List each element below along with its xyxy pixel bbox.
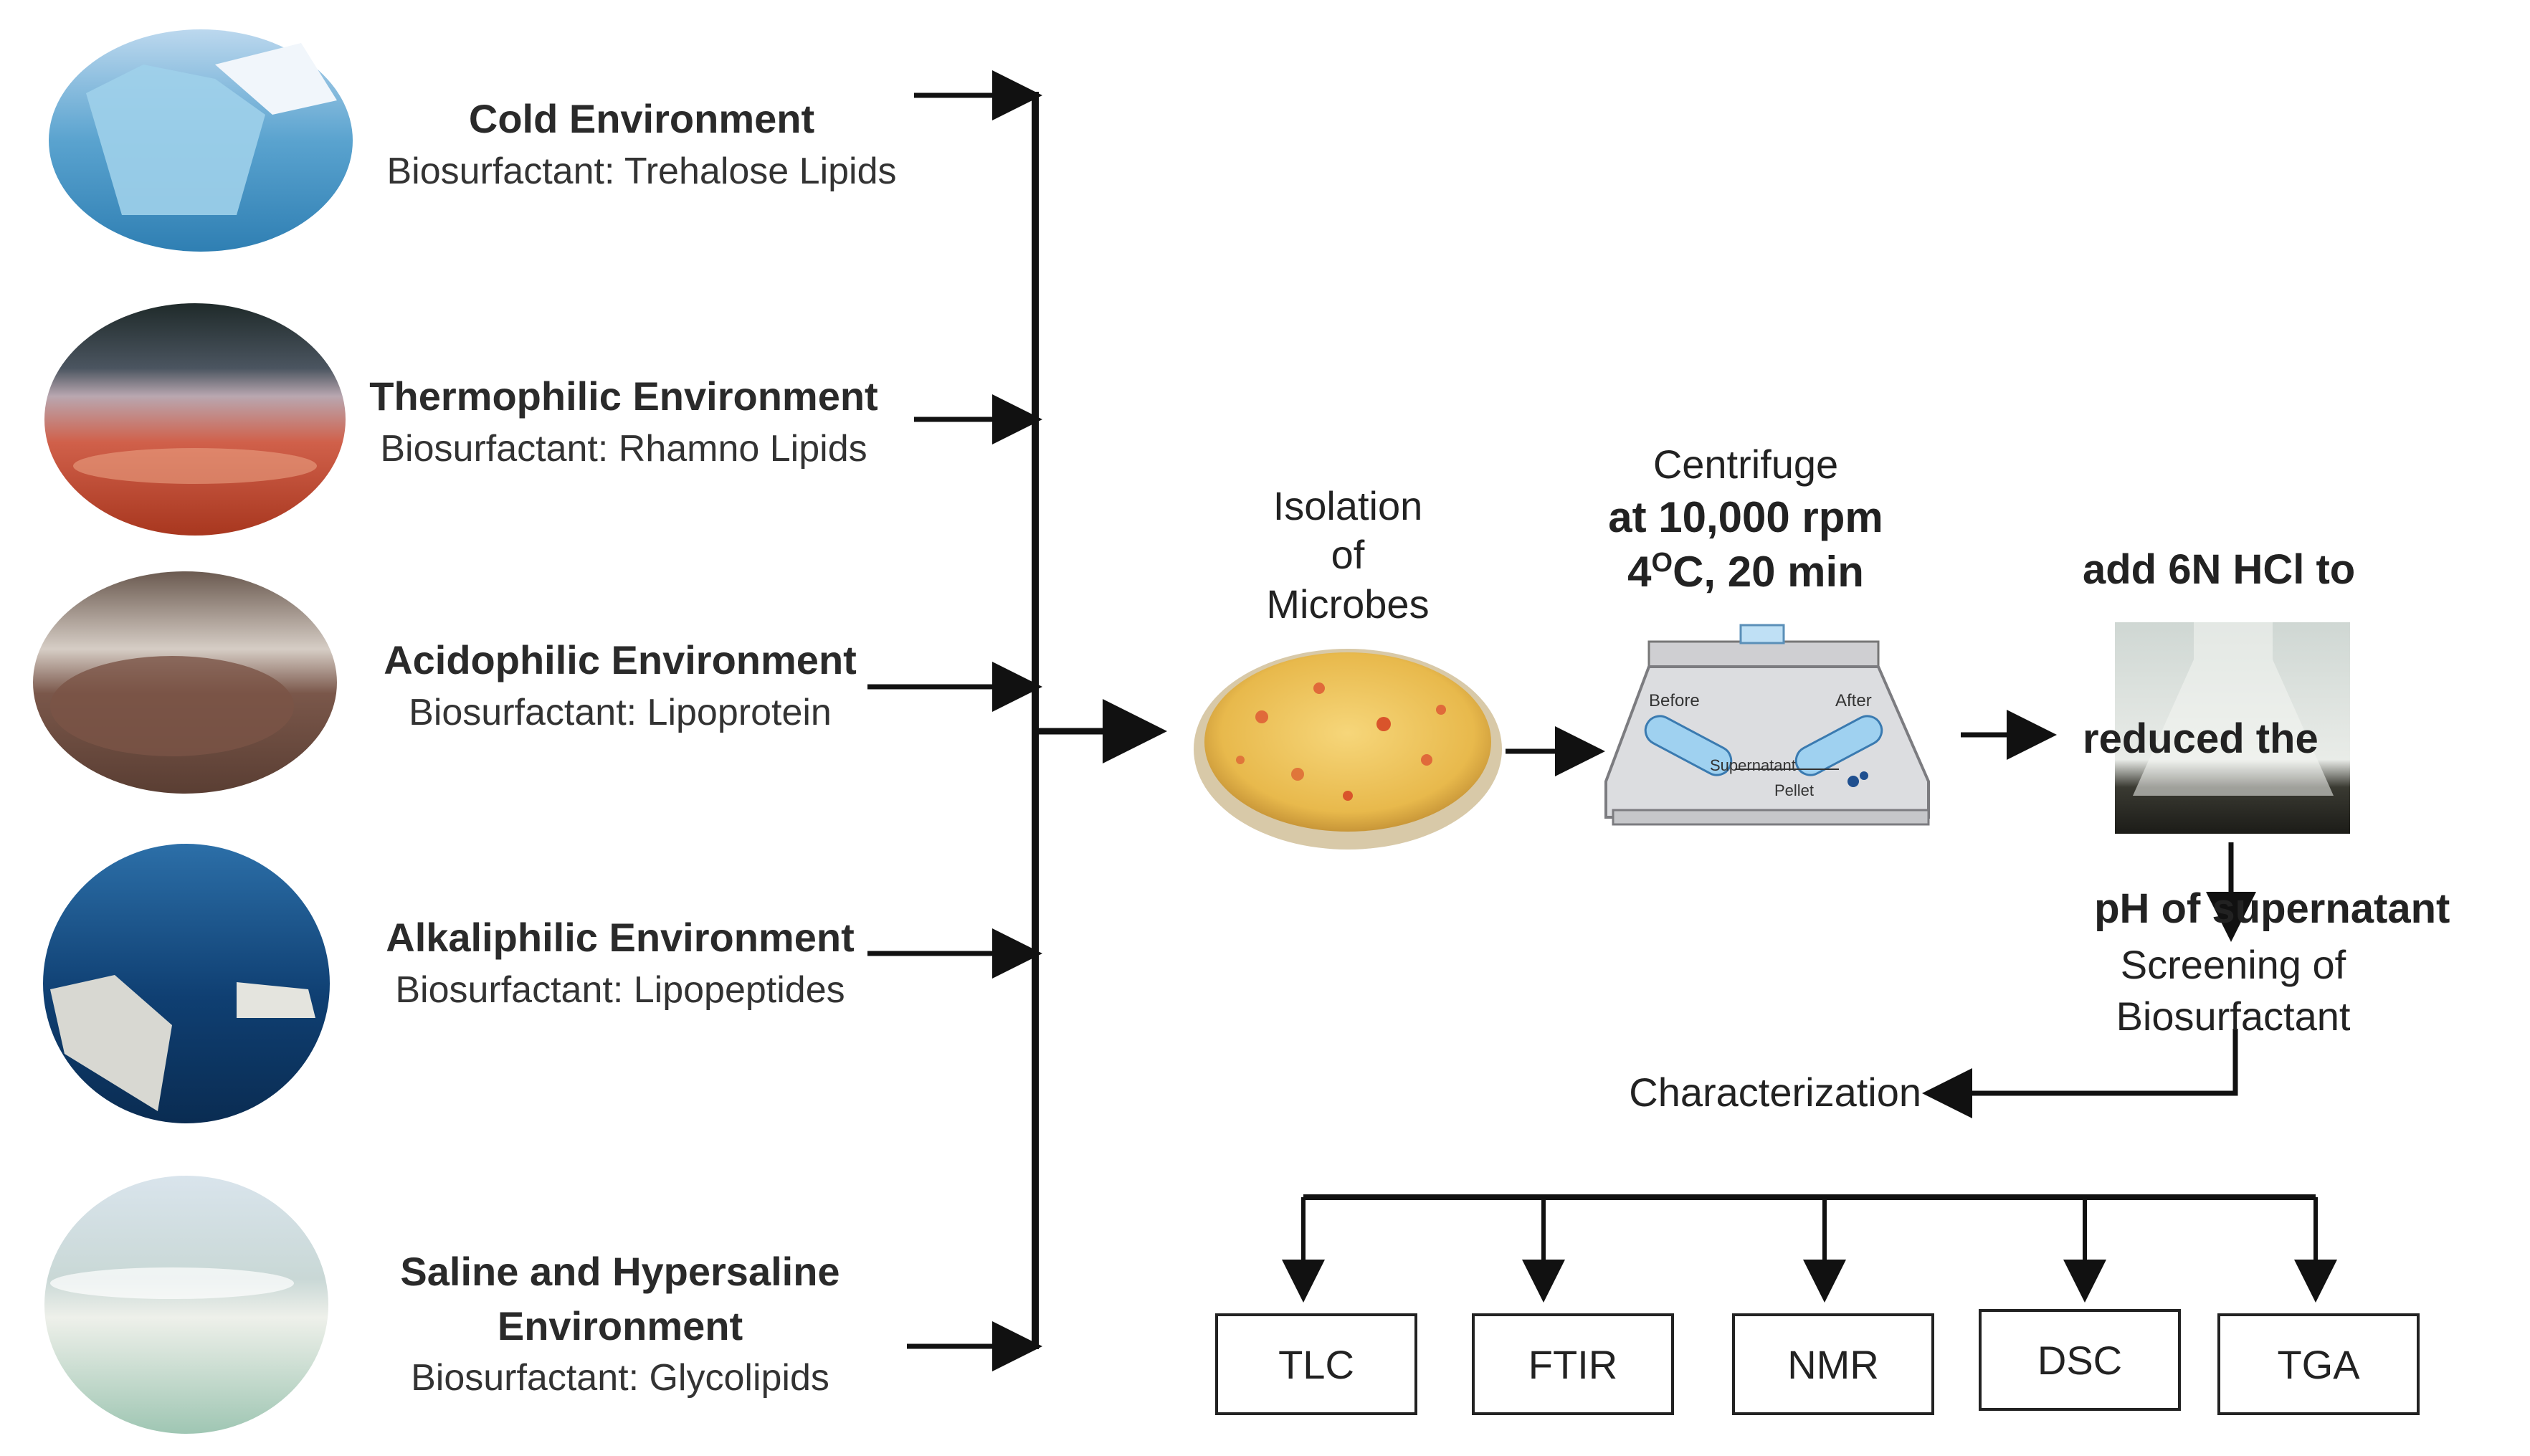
centrifuge-line: at 10,000 rpm	[1608, 493, 1883, 541]
centrifuge-label-supernatant: Supernatant	[1710, 756, 1796, 774]
screening-line: Biosurfactant	[2116, 993, 2351, 1039]
env-subtitle: Biosurfactant: Lipoprotein	[409, 691, 832, 733]
env-subtitle: Biosurfactant: Lipopeptides	[395, 969, 845, 1011]
acidophilic-environment-image	[33, 571, 337, 794]
env-cold: Cold Environment Biosurfactant: Trehalos…	[351, 92, 932, 196]
centrifuge-label-after: After	[1835, 691, 1872, 710]
centrifuge-label: Centrifuge at 10,000 rpm 4OC, 20 min	[1549, 439, 1943, 600]
centrifuge-label-pellet: Pellet	[1774, 781, 1814, 799]
technique-box-tlc: TLC	[1215, 1313, 1417, 1415]
env-title: Acidophilic Environment	[384, 637, 857, 682]
env-alkaliphilic: Alkaliphilic Environment Biosurfactant: …	[330, 910, 910, 1015]
petri-plate-image	[1194, 649, 1502, 850]
isolation-line: Microbes	[1266, 581, 1430, 627]
isolation-line: Isolation	[1273, 483, 1423, 528]
isolation-label: Isolation of Microbes	[1212, 482, 1484, 629]
arrow-to-characterization	[1922, 1029, 2238, 1118]
characterization-label: Characterization	[1629, 1070, 1921, 1115]
screening-label: Screening of Biosurfactant	[2079, 939, 2387, 1042]
env-thermophilic: Thermophilic Environment Biosurfactant: …	[323, 369, 925, 474]
alkaliphilic-environment-image	[43, 844, 330, 1123]
acid-line: add 6N HCl to	[2083, 546, 2356, 593]
env-subtitle: Biosurfactant: Glycolipids	[411, 1357, 829, 1399]
technique-box-nmr: NMR	[1732, 1313, 1934, 1415]
centrifuge-image: Before After Supernatant Pellet	[1604, 624, 1930, 826]
env-acidophilic: Acidophilic Environment Biosurfactant: L…	[330, 633, 910, 738]
env-subtitle: Biosurfactant: Trehalose Lipids	[386, 150, 897, 192]
cold-environment-image	[49, 29, 353, 252]
centrifuge-label-before: Before	[1649, 691, 1700, 710]
env-title: Alkaliphilic Environment	[386, 915, 855, 960]
technique-box-ftir: FTIR	[1472, 1313, 1674, 1415]
technique-box-dsc: DSC	[1979, 1309, 2181, 1411]
isolation-line: of	[1331, 532, 1365, 578]
thermophilic-environment-image	[44, 303, 346, 536]
env-title: Thermophilic Environment	[369, 373, 878, 419]
acid-line: pH of supernatant	[2083, 885, 2450, 932]
env-title: Saline and Hypersaline Environment	[400, 1249, 840, 1348]
technique-box-tga: TGA	[2217, 1313, 2420, 1415]
screening-line: Screening of	[2120, 942, 2346, 987]
env-saline: Saline and Hypersaline Environment Biosu…	[380, 1245, 860, 1403]
acid-line: reduced the	[2083, 715, 2319, 763]
saline-environment-image	[44, 1176, 328, 1434]
centrifuge-line: 4OC, 20 min	[1627, 548, 1864, 596]
env-title: Cold Environment	[468, 96, 815, 141]
env-subtitle: Biosurfactant: Rhamno Lipids	[380, 427, 867, 470]
acid-label: add 6N HCl to reduced the pH of supernat…	[2083, 429, 2527, 994]
centrifuge-line: Centrifuge	[1652, 442, 1839, 487]
